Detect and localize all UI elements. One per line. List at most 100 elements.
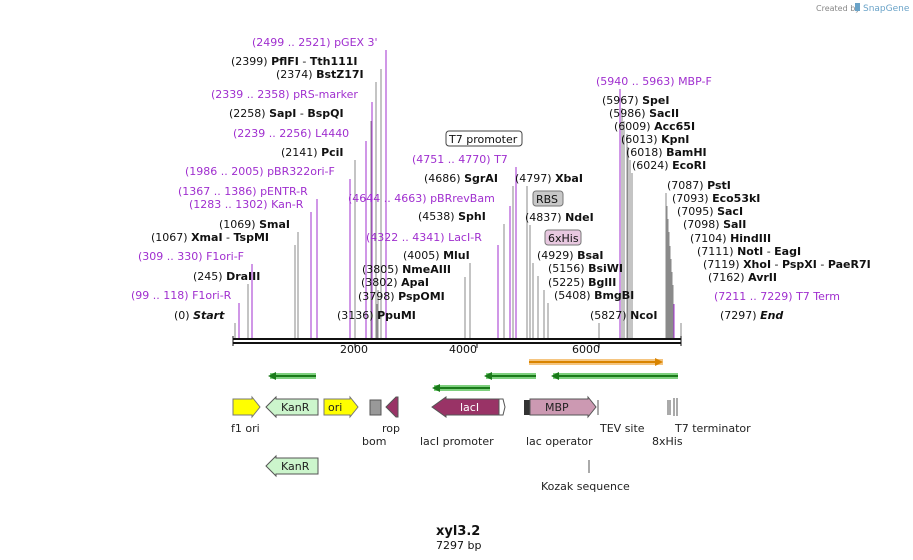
site-draiii: (245) DraIII [193, 270, 260, 283]
site-name: Kan-R [271, 198, 304, 211]
site-end: (7297) End [720, 309, 783, 322]
site-position: (6009) [614, 120, 654, 133]
site-name: MBP-F [678, 75, 712, 88]
feature-tev-site: TEV site [597, 400, 645, 435]
feature-8xhis: 8xHis [652, 400, 683, 448]
site-position: (6018) [626, 146, 666, 159]
site-spei: (5967) SpeI [602, 94, 669, 107]
site-name: KpnI [661, 133, 689, 146]
site-position: (4538) [418, 210, 458, 223]
site-hindiii: (7104) HindIII [690, 232, 771, 245]
svg-text:(3136) PpuMI: (3136) PpuMI [337, 309, 416, 322]
site-kan-r: (1283 .. 1302) Kan-R [189, 198, 304, 211]
site-name: BsaI [577, 249, 603, 262]
svg-text:lacI: lacI [460, 401, 479, 414]
svg-text:(2339 .. 2358) pRS-marker: (2339 .. 2358) pRS-marker [211, 88, 358, 101]
site-position: (245) [193, 270, 226, 283]
svg-text:(2141) PciI: (2141) PciI [281, 146, 344, 159]
svg-text:(1283 .. 1302) Kan-R: (1283 .. 1302) Kan-R [189, 198, 304, 211]
svg-text:(3802) ApaI: (3802) ApaI [361, 276, 429, 289]
site-smai: (1069) SmaI [219, 218, 290, 231]
site-t7: (4751 .. 4770) T7 [412, 153, 508, 166]
feature-bom: bom [362, 399, 386, 448]
site-sgrai: (4686) SgrAI [424, 172, 498, 185]
site-name-alt: PspXI [782, 258, 817, 271]
site-name: EcoRI [672, 159, 706, 172]
site-noti: (7111) NotI - EagI [697, 245, 801, 258]
site-name: ApaI [401, 276, 429, 289]
site-position: (7297) [720, 309, 760, 322]
site-name: BmgBI [594, 289, 634, 302]
svg-text:(4751 .. 4770) T7: (4751 .. 4770) T7 [412, 153, 508, 166]
site-name: PciI [321, 146, 343, 159]
svg-text:(1067) XmaI - TspMI: (1067) XmaI - TspMI [151, 231, 269, 244]
svg-text:(6024) EcoRI: (6024) EcoRI [632, 159, 706, 172]
svg-text:(7095) SacI: (7095) SacI [677, 205, 743, 218]
svg-text:(6009) Acc65I: (6009) Acc65I [614, 120, 695, 133]
site-name: pRS-marker [293, 88, 358, 101]
svg-text:(4644 .. 4663) pBRrevBam: (4644 .. 4663) pBRrevBam [348, 192, 495, 205]
site-sacii: (5986) SacII [609, 107, 679, 120]
svg-text:f1 ori: f1 ori [231, 422, 260, 435]
site-position: (5986) [609, 107, 649, 120]
site-pgex-3-: (2499 .. 2521) pGEX 3' [252, 36, 378, 49]
site-name: Start [193, 309, 225, 322]
svg-text:(2239 .. 2256) L4440: (2239 .. 2256) L4440 [233, 127, 349, 140]
svg-text:(2258) SapI - BspQI: (2258) SapI - BspQI [229, 107, 344, 120]
site-name: End [760, 309, 783, 322]
svg-text:(3798) PspOMI: (3798) PspOMI [358, 290, 445, 303]
site-name: PstI [707, 179, 731, 192]
site-bstz17i: (2374) BstZ17I [276, 68, 364, 81]
site-name: XbaI [555, 172, 583, 185]
site-position: (4929) [537, 249, 577, 262]
site-prs-marker: (2339 .. 2358) pRS-marker [211, 88, 358, 101]
site-name: AvrII [748, 271, 777, 284]
site-psti: (7087) PstI [667, 179, 731, 192]
site-pspomi: (3798) PspOMI [358, 290, 445, 303]
site-position: (99 .. 118) [131, 289, 192, 302]
svg-text:(1069) SmaI: (1069) SmaI [219, 218, 290, 231]
snapgene-brand: SnapGene [863, 4, 910, 14]
site-name: T7 Term [795, 290, 840, 303]
site-bmgbi: (5408) BmgBI [554, 289, 634, 302]
site-mlui: (4005) MluI [403, 249, 470, 262]
site-name: pBRrevBam [430, 192, 495, 205]
site-name: BglII [588, 276, 616, 289]
svg-text:(7098) SalI: (7098) SalI [683, 218, 746, 231]
6xhis-box: 6xHis [544, 229, 582, 246]
site-name: L4440 [315, 127, 349, 140]
site-name: BsiWI [588, 262, 623, 275]
feature-f1-ori: f1 ori [231, 395, 261, 435]
svg-text:Kozak sequence: Kozak sequence [541, 480, 630, 493]
site-name: SacII [649, 107, 679, 120]
site-position: (7111) [697, 245, 737, 258]
svg-text:(7104) HindIII: (7104) HindIII [690, 232, 771, 245]
ruler-tick-2000: 2000 [340, 343, 368, 356]
site-name: SpeI [642, 94, 669, 107]
site-bamhi: (6018) BamHI [626, 146, 707, 159]
site-name-alt: PaeR7I [828, 258, 871, 271]
svg-text:(1986 .. 2005) pBR322ori-F: (1986 .. 2005) pBR322ori-F [185, 165, 335, 178]
site-name: PpuMI [377, 309, 416, 322]
site-apai: (3802) ApaI [361, 276, 429, 289]
svg-text:ori: ori [328, 401, 342, 414]
site-position: (5225) [548, 276, 588, 289]
site-name: PspOMI [398, 290, 445, 303]
site-name: MluI [443, 249, 470, 262]
svg-text:(5940 .. 5963) MBP-F: (5940 .. 5963) MBP-F [596, 75, 712, 88]
svg-text:(7297) End: (7297) End [720, 309, 783, 322]
svg-text:KanR: KanR [281, 460, 310, 473]
site-position: (2239 .. 2256) [233, 127, 315, 140]
site-name: F1ori-R [192, 289, 232, 302]
site-position: (4644 .. 4663) [348, 192, 430, 205]
site-pbr322ori-f: (1986 .. 2005) pBR322ori-F [185, 165, 335, 178]
site-position: (4837) [525, 211, 565, 224]
site-start: (0) Start [174, 309, 225, 322]
svg-text:(245) DraIII: (245) DraIII [193, 270, 260, 283]
svg-text:KanR: KanR [281, 401, 310, 414]
site-position: (7093) [672, 192, 712, 205]
site-xhoi: (7119) XhoI - PspXI - PaeR7I [703, 258, 871, 271]
svg-text:(7211 .. 7229) T7 Term: (7211 .. 7229) T7 Term [714, 290, 840, 303]
svg-text:T7 terminator: T7 terminator [674, 422, 751, 435]
